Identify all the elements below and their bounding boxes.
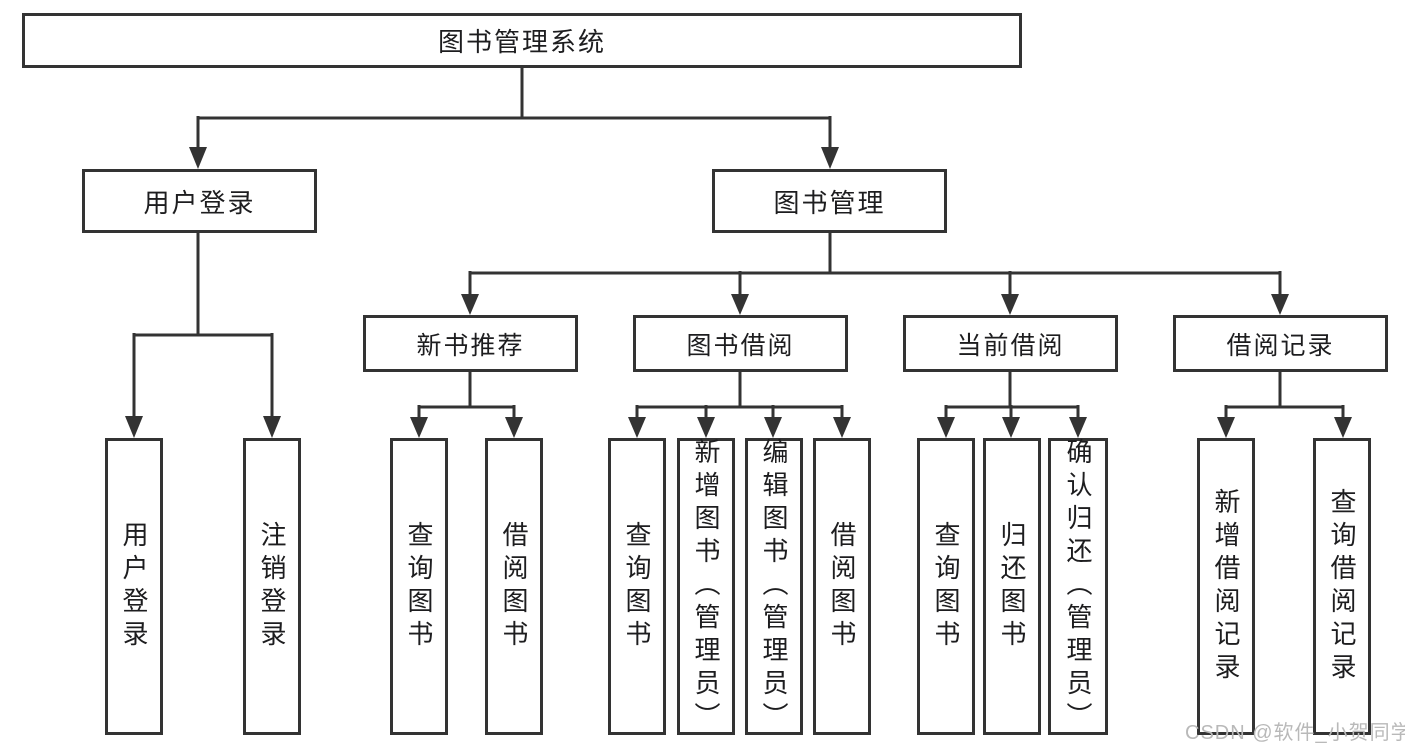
leaf-confirm-return-admin: 确认归还（管理员）: [1048, 438, 1108, 735]
leaf-user-login: 用户登录: [105, 438, 163, 735]
leaf-borrowing-borrow-books: 借阅图书: [813, 438, 871, 735]
leaf-logout-label: 注销登录: [257, 520, 287, 653]
leaf-logout: 注销登录: [243, 438, 301, 735]
leaf-add-books-admin: 新增图书（管理员）: [677, 438, 735, 735]
node-borrow-records: 借阅记录: [1173, 315, 1388, 372]
node-current-borrowing: 当前借阅: [903, 315, 1118, 372]
leaf-edit-books-admin: 编辑图书（管理员）: [745, 438, 803, 735]
node-new-book-recommend: 新书推荐: [363, 315, 578, 372]
leaf-add-books-admin-label: 新增图书（管理员）: [691, 438, 721, 735]
leaf-user-login-label: 用户登录: [119, 520, 149, 653]
leaf-borrowing-query-books-label: 查询图书: [622, 520, 652, 653]
csdn-watermark: CSDN @软件_小贺同学: [1185, 722, 1405, 744]
leaf-confirm-return-admin-label: 确认归还（管理员）: [1063, 438, 1093, 735]
leaf-borrowing-query-books: 查询图书: [608, 438, 666, 735]
node-root-label: 图书管理系统: [437, 27, 606, 57]
leaf-return-books: 归还图书: [983, 438, 1041, 735]
node-book-borrowing: 图书借阅: [633, 315, 848, 372]
leaf-current-query-books-label: 查询图书: [931, 520, 961, 653]
node-user-login-label: 用户登录: [143, 187, 256, 218]
node-root: 图书管理系统: [22, 13, 1022, 68]
leaf-add-borrow-record: 新增借阅记录: [1197, 438, 1255, 735]
node-user-login: 用户登录: [82, 169, 317, 233]
leaf-recommend-query-books: 查询图书: [390, 438, 448, 735]
leaf-edit-books-admin-label: 编辑图书（管理员）: [759, 438, 789, 735]
node-new-book-recommend-label: 新书推荐: [416, 331, 525, 360]
leaf-current-query-books: 查询图书: [917, 438, 975, 735]
leaf-query-borrow-record: 查询借阅记录: [1313, 438, 1371, 735]
node-book-management: 图书管理: [712, 169, 947, 233]
node-book-management-label: 图书管理: [773, 187, 886, 218]
leaf-add-borrow-record-label: 新增借阅记录: [1211, 487, 1241, 686]
node-borrow-records-label: 借阅记录: [1226, 331, 1335, 360]
leaf-recommend-borrow-books-label: 借阅图书: [499, 520, 529, 653]
leaf-return-books-label: 归还图书: [997, 520, 1027, 653]
arrowheads: [125, 147, 1352, 438]
leaf-borrowing-borrow-books-label: 借阅图书: [827, 520, 857, 653]
leaf-query-borrow-record-label: 查询借阅记录: [1327, 487, 1357, 686]
leaf-recommend-query-books-label: 查询图书: [404, 520, 434, 653]
node-current-borrowing-label: 当前借阅: [956, 331, 1065, 360]
node-book-borrowing-label: 图书借阅: [686, 331, 795, 360]
leaf-recommend-borrow-books: 借阅图书: [485, 438, 543, 735]
